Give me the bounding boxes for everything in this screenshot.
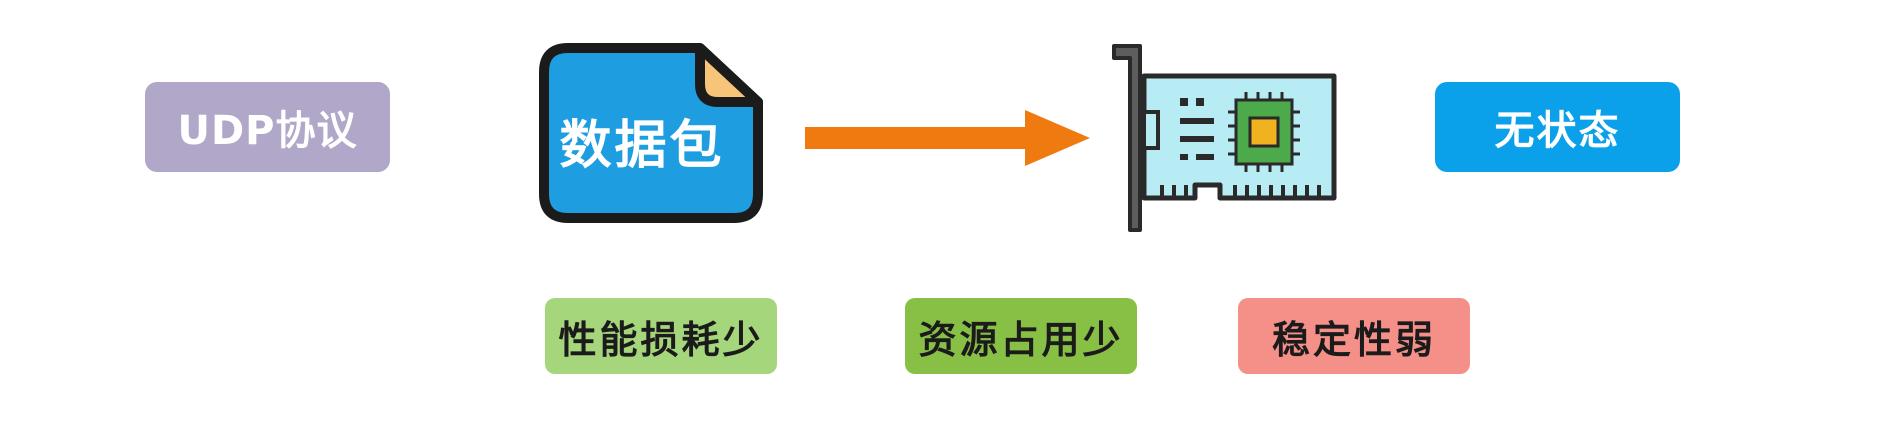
nic-port-1 — [1142, 110, 1160, 150]
tag-performance-label: 性能损耗少 — [558, 317, 764, 362]
tag-performance: 性能损耗少 — [545, 298, 777, 374]
protocol-label-box: UDP协议 — [145, 82, 390, 172]
tag-resources: 资源占用少 — [905, 298, 1137, 374]
arrow-right-icon — [805, 110, 1090, 166]
state-label: 无状态 — [1494, 108, 1621, 154]
nic-pins — [1160, 185, 1321, 198]
nic-chip — [1228, 92, 1300, 172]
packet-label-wrap: 数据包 — [548, 100, 736, 180]
nic-bracket — [1112, 44, 1142, 232]
tag-stability: 稳定性弱 — [1238, 298, 1470, 374]
state-label-box: 无状态 — [1435, 82, 1680, 172]
arrow-shaft — [805, 127, 1030, 149]
arrow-head — [1025, 110, 1090, 166]
tag-resources-label: 资源占用少 — [918, 317, 1124, 362]
protocol-label: UDP协议 — [177, 108, 358, 154]
packet-label: 数据包 — [559, 115, 725, 176]
document-corner — [695, 43, 763, 107]
network-card-icon — [1112, 44, 1337, 232]
document-icon — [539, 43, 763, 223]
tag-stability-label: 稳定性弱 — [1271, 317, 1436, 362]
nic-traces — [1180, 98, 1214, 160]
